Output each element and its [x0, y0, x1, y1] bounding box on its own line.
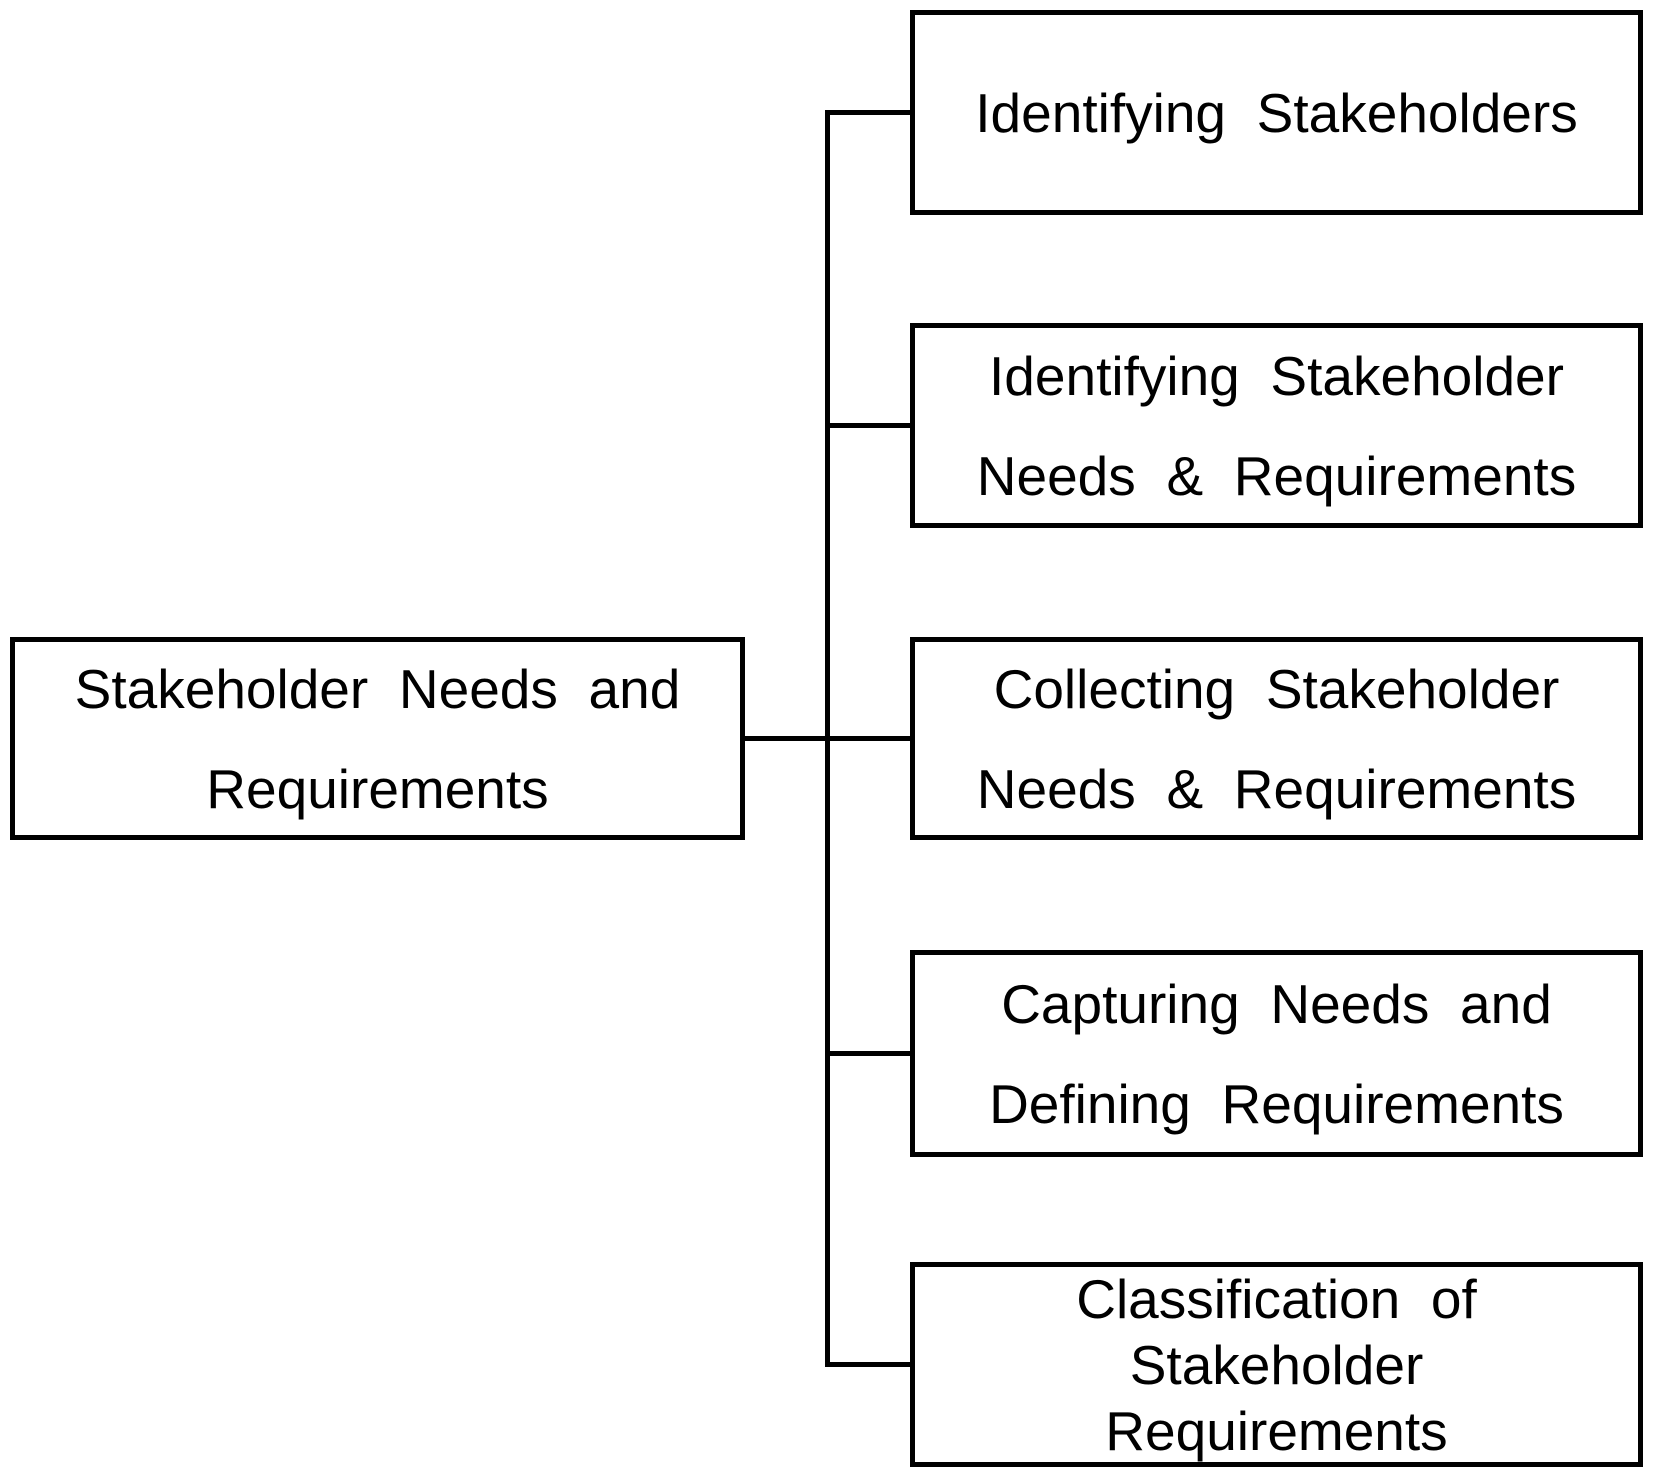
node-identifying-stakeholders: Identifying Stakeholders	[910, 10, 1643, 215]
node-label-line: Capturing Needs and	[1001, 972, 1552, 1035]
node-label-line: Stakeholder Needs and	[74, 657, 681, 720]
node-capturing-needs-defining-requirements: Capturing Needs and Defining Requirement…	[910, 950, 1643, 1157]
node-label-line: Requirements	[206, 757, 549, 820]
node-identifying-stakeholder-needs-requirements: Identifying Stakeholder Needs & Requirem…	[910, 323, 1643, 528]
connector-stub-capturing-needs	[825, 1051, 910, 1056]
connector-stub-classification	[825, 1362, 910, 1367]
node-label-line: Needs & Requirements	[976, 757, 1577, 820]
node-label-line: Requirements	[1105, 1399, 1448, 1462]
node-label-line: Stakeholder	[1129, 1333, 1424, 1396]
node-label-line: Defining Requirements	[989, 1072, 1564, 1135]
node-collecting-stakeholder-needs-requirements: Collecting Stakeholder Needs & Requireme…	[910, 637, 1643, 840]
node-classification-of-stakeholder-requirements: Classification of Stakeholder Requiremen…	[910, 1262, 1643, 1467]
node-stakeholder-needs-and-requirements: Stakeholder Needs and Requirements	[10, 637, 745, 840]
node-label-line: Collecting Stakeholder	[993, 657, 1560, 720]
node-label-line: Identifying Stakeholder	[989, 344, 1564, 407]
connector-stub-identifying-stakeholders	[825, 110, 910, 115]
connector-trunk-line	[825, 110, 830, 1367]
node-label-line: Classification of	[1076, 1267, 1477, 1330]
connector-stub-identifying-needs	[825, 423, 910, 428]
node-label-line: Needs & Requirements	[976, 444, 1577, 507]
node-label-line: Identifying Stakeholders	[975, 81, 1578, 144]
